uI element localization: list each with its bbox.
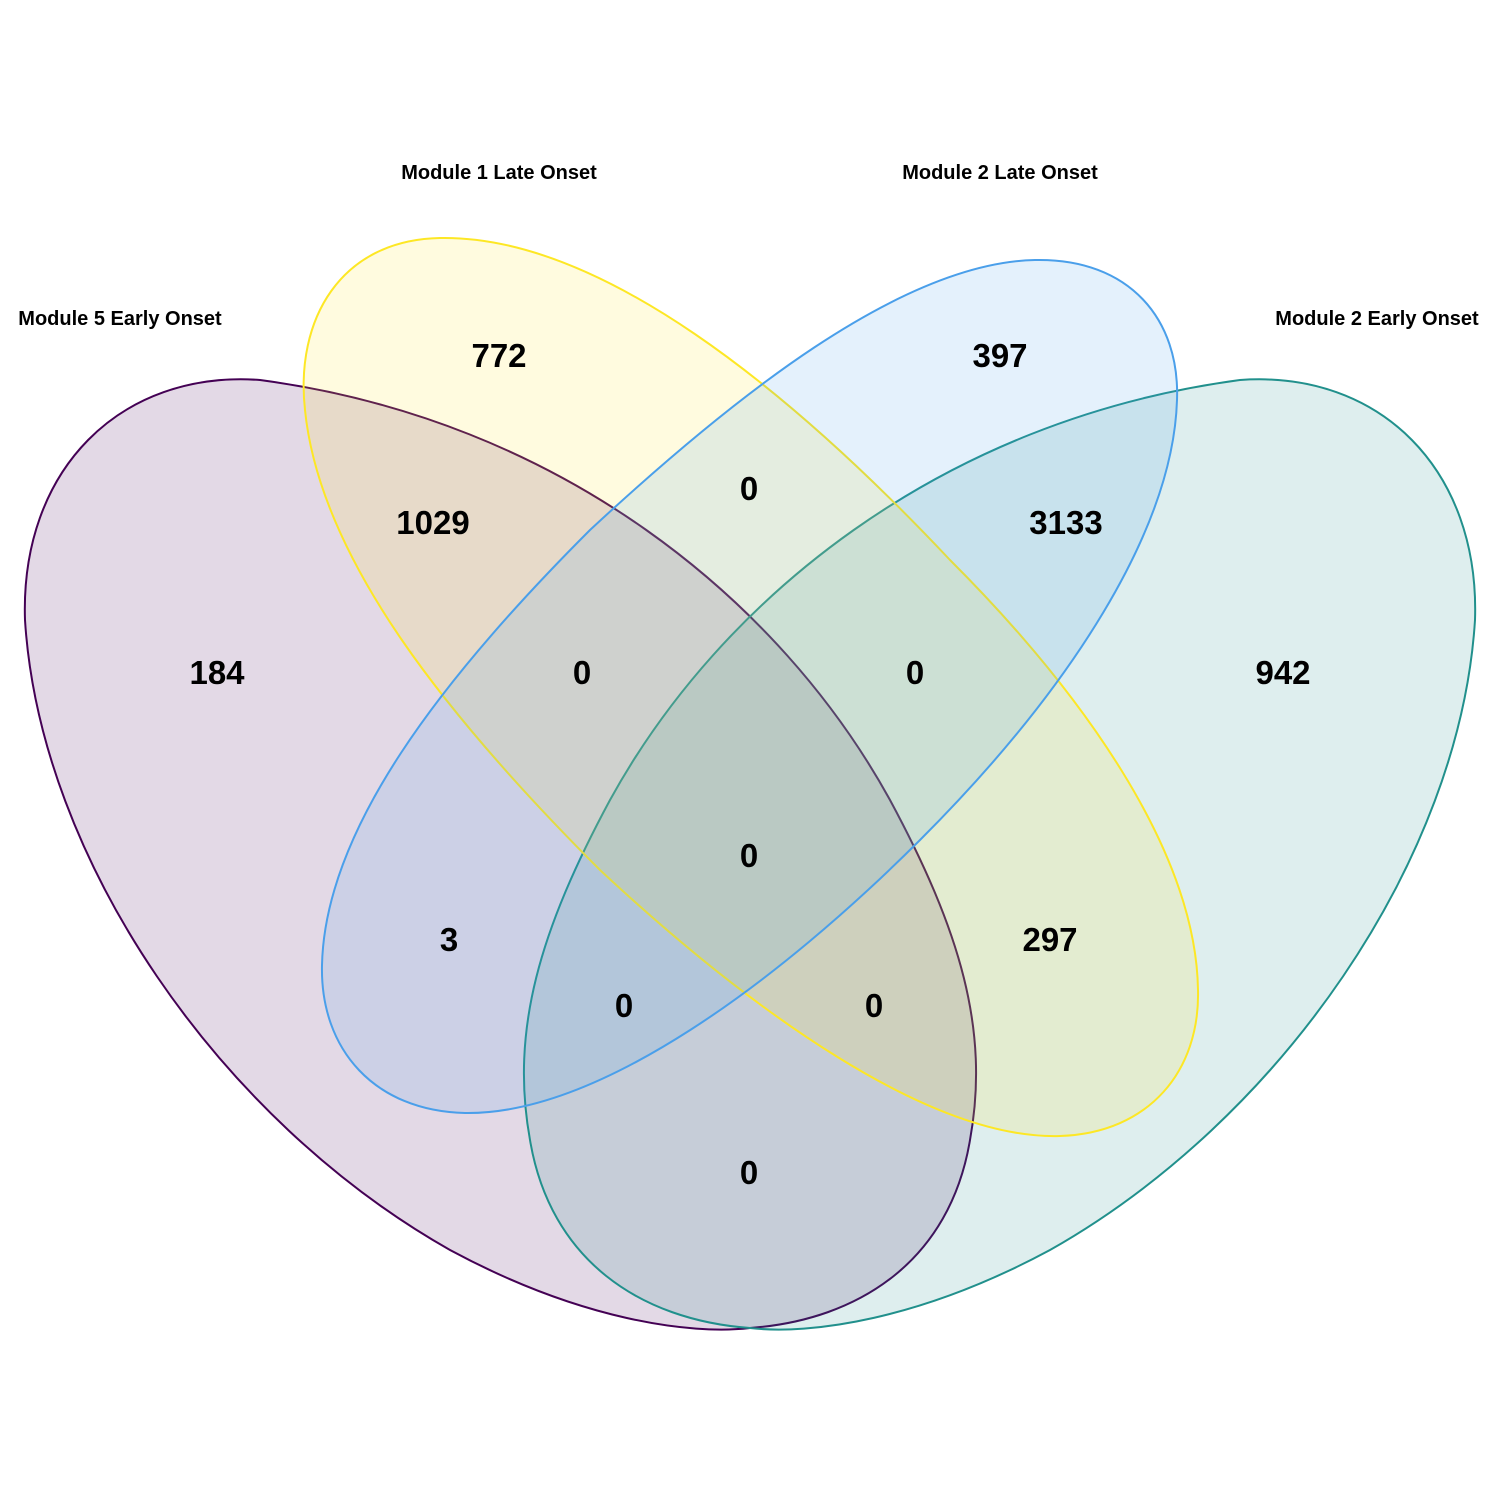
- set-label-module-5-early-onset: Module 5 Early Onset: [18, 308, 222, 330]
- region-count-m5e-m2l: 3: [440, 921, 458, 958]
- set-shape-module-2-early-onset: [522, 378, 1477, 1331]
- region-count-m5e-m1l-m2e: 0: [865, 987, 883, 1024]
- region-count-m2e-only: 942: [1255, 654, 1310, 691]
- region-count-m5e-m2l-m2e: 0: [615, 987, 633, 1024]
- region-count-m1l-m2l: 0: [740, 470, 758, 507]
- set-label-module-2-late-onset: Module 2 Late Onset: [902, 162, 1098, 184]
- region-count-m1l-m2e: 297: [1022, 921, 1077, 958]
- region-count-m5e-m2e: 0: [740, 1154, 758, 1191]
- region-count-m2l-only: 397: [972, 337, 1027, 374]
- region-count-m5e-m1l: 1029: [396, 504, 469, 541]
- set-shape-module-1-late-onset: [302, 236, 1200, 1138]
- region-count-m1l-m2l-m2e: 0: [906, 654, 924, 691]
- region-count-all-four: 0: [740, 837, 758, 874]
- region-count-m2l-m2e: 3133: [1029, 504, 1102, 541]
- set-label-module-2-early-onset: Module 2 Early Onset: [1275, 308, 1479, 330]
- region-count-m1l-only: 772: [471, 337, 526, 374]
- set-label-module-1-late-onset: Module 1 Late Onset: [401, 162, 597, 184]
- region-count-m5e-only: 184: [189, 654, 245, 691]
- set-shape-module-2-late-onset: [320, 258, 1179, 1115]
- region-count-m5e-m1l-m2l: 0: [573, 654, 591, 691]
